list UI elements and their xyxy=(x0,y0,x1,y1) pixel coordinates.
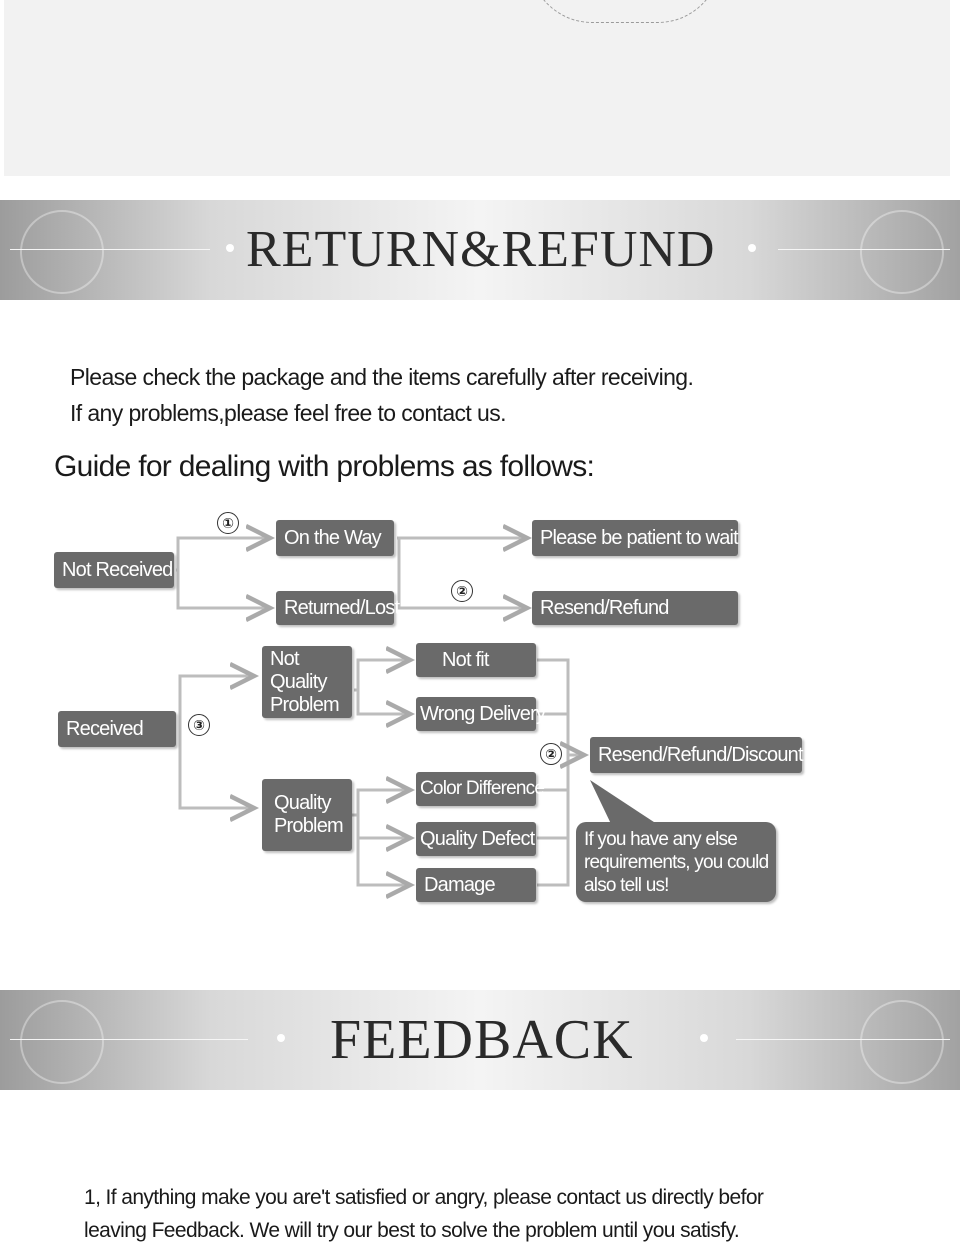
quality-line-2: Problem xyxy=(274,815,344,837)
patient-wait-box: Please be patient to wait xyxy=(532,520,739,556)
feedback-title: FEEDBACK xyxy=(330,1009,634,1071)
banner-ornament xyxy=(20,210,104,294)
step-2-marker: ② xyxy=(540,743,562,765)
guide-title: Guide for dealing with problems as follo… xyxy=(54,450,595,483)
not-quality-line-2: Quality xyxy=(270,670,327,693)
on-the-way-box: On the Way xyxy=(276,520,394,556)
not-quality-line-1: Not xyxy=(270,647,300,670)
not-quality-problem-box: Not Quality Problem xyxy=(262,646,352,718)
quality-defect-box: Quality Defect xyxy=(416,822,536,856)
step-3-marker: ③ xyxy=(188,714,210,736)
banner-dot-right xyxy=(700,1034,708,1042)
product-image-panel xyxy=(4,0,950,176)
feedback-line-1: 1, If anything make you are't satisfied … xyxy=(84,1186,764,1209)
banner-dot-left xyxy=(226,244,234,252)
banner-dot-left xyxy=(277,1034,285,1042)
banner-dot-right xyxy=(748,244,756,252)
color-difference-box: Color Difference xyxy=(416,772,545,806)
feedback-banner: FEEDBACK xyxy=(0,990,960,1090)
banner-line-right xyxy=(778,249,950,250)
damage-box: Damage xyxy=(416,868,536,902)
received-box: Received xyxy=(58,711,176,747)
step-1-marker: ① xyxy=(217,512,239,534)
return-refund-banner: RETURN&REFUND xyxy=(0,200,960,300)
feedback-line-2: leaving Feedback. We will try our best t… xyxy=(84,1219,740,1242)
not-received-box: Not Received xyxy=(54,552,174,588)
quality-problem-box: Quality Problem xyxy=(262,779,352,851)
intro-line-1: Please check the package and the items c… xyxy=(70,364,694,390)
callout-line-3: also tell us! xyxy=(584,874,669,896)
step-2-marker: ② xyxy=(451,580,473,602)
resend-refund-discount-box: Resend/Refund/Discount xyxy=(590,737,804,773)
return-refund-title: RETURN&REFUND xyxy=(246,221,716,278)
resend-refund-box: Resend/Refund xyxy=(532,591,738,625)
banner-ornament xyxy=(860,210,944,294)
banner-line-left xyxy=(10,249,210,250)
banner-line-right xyxy=(736,1039,950,1040)
not-fit-box: Not fit xyxy=(416,643,536,677)
banner-line-left xyxy=(10,1039,248,1040)
callout-line-2: requirements, you could xyxy=(584,851,769,873)
banner-ornament xyxy=(20,1000,104,1084)
intro-line-2: If any problems,please feel free to cont… xyxy=(70,400,506,426)
quality-line-1: Quality xyxy=(274,792,331,814)
not-quality-line-3: Problem xyxy=(270,693,340,716)
wrong-delivery-box: Wrong Delivery xyxy=(416,697,546,731)
callout-box: If you have any else requirements, you c… xyxy=(576,822,776,902)
returned-lost-box: Returned/Lost xyxy=(276,591,400,625)
callout-line-1: If you have any else xyxy=(584,828,738,850)
banner-ornament xyxy=(860,1000,944,1084)
